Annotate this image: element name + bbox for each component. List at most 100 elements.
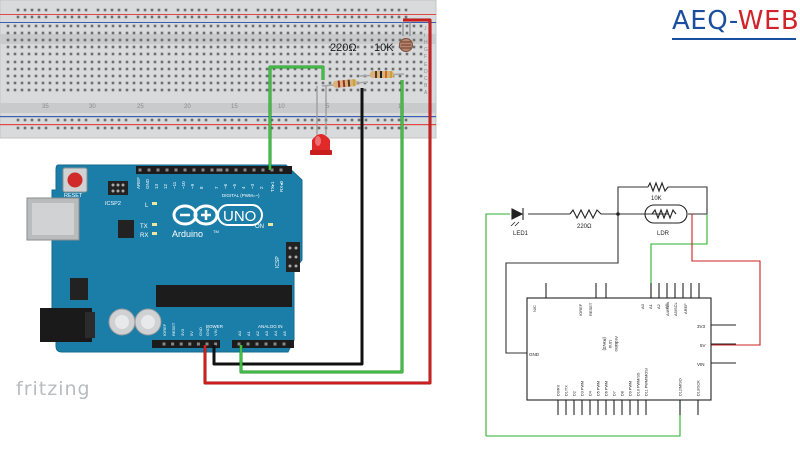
sch-pin-top: IOREF [578,303,583,316]
icsp2-label: ICSP2 [105,201,121,207]
chip-label-line2: Uno [608,340,613,349]
header-pin [205,342,209,346]
column-number: 5 [326,104,330,110]
breadboard-hole [272,52,276,56]
arduino-brand-label: Arduino [172,229,203,239]
breadboard-hole [335,60,339,64]
breadboard-hole [223,67,227,71]
power-rail-hole [383,8,387,12]
breadboard-hole [55,31,59,35]
breadboard-hole [314,45,318,49]
fritzing-watermark: fritzing [16,378,91,400]
sch-pin-bottom: D0/RX [557,384,561,396]
breadboard-hole [391,38,395,42]
header-pin [138,168,142,172]
analog-pin-label: A1 [246,330,251,336]
power-rail-hole [230,8,234,12]
breadboard-hole [216,74,220,78]
breadboard-hole [321,45,325,49]
breadboard-hole [412,52,416,56]
breadboard-hole [139,81,143,85]
breadboard-hole [118,24,122,28]
breadboard-hole [27,81,31,85]
power-rail-hole [143,126,147,130]
breadboard-wires [203,18,432,385]
breadboard-hole [286,45,290,49]
breadboard-hole [41,38,45,42]
power-rail-hole [110,8,114,12]
breadboard-hole [83,24,87,28]
breadboard-hole [230,52,234,56]
power-rail-hole [30,8,34,12]
power-rail-hole [343,126,347,130]
power-rail-hole [244,118,248,122]
breadboard-hole [125,38,129,42]
header-pin [246,342,250,346]
power-rail-hole [376,118,380,122]
breadboard-hole [55,74,59,78]
power-rail-hole [70,15,74,19]
breadboard-hole [139,45,143,49]
breadboard-hole [412,60,416,64]
breadboard-hole [41,52,45,56]
sch-pin-bottom: D11 PWM/MOSI [645,368,649,396]
breadboard-hole [349,52,353,56]
power-rail-hole [244,15,248,19]
power-rail-hole [77,15,81,19]
sch-pin-bottom: D8 [621,391,625,396]
breadboard-hole [230,74,234,78]
breadboard-hole [146,67,150,71]
breadboard-hole [83,81,87,85]
breadboard-hole [90,60,94,64]
breadboard-hole [342,38,346,42]
breadboard-hole [76,88,80,92]
breadboard-hole [363,60,367,64]
breadboard-hole [139,67,143,71]
breadboard-hole [20,67,24,71]
breadboard-hole [6,45,10,49]
power-rail-hole [136,8,140,12]
power-rail-hole [30,15,34,19]
power-rail-hole [150,8,154,12]
power-rail-hole [237,8,241,12]
breadboard-hole [328,81,332,85]
arduino-uno-board: RESET ICSP2 L TX RX UNO Arduino TM ON IC… [26,164,303,353]
breadboard-hole [209,67,213,71]
power-rail-hole [16,118,20,122]
power-rail-hole [364,118,368,122]
breadboard-hole [349,31,353,35]
breadboard-hole [146,60,150,64]
breadboard-hole [153,81,157,85]
power-rail-hole [70,8,74,12]
breadboard-hole [384,24,388,28]
breadboard-hole [370,88,374,92]
breadboard-hole [398,24,402,28]
breadboard-hole [328,24,332,28]
breadboard-hole [419,45,423,49]
breadboard-hole [209,81,213,85]
breadboard-hole [209,74,213,78]
breadboard-hole [111,88,115,92]
power-rail-hole [404,118,408,122]
power-rail-hole [350,15,354,19]
breadboard-hole [62,52,66,56]
breadboard-hole [391,67,395,71]
breadboard-hole [27,88,31,92]
breadboard-hole [307,88,311,92]
breadboard-hole [307,45,311,49]
breadboard-hole [244,60,248,64]
power-rail-hole [96,126,100,130]
breadboard-hole [398,74,402,78]
breadboard-hole [41,60,45,64]
header-pin [225,168,229,172]
power-rail-hole [404,8,408,12]
breadboard-hole [300,74,304,78]
power-rail-hole [310,126,314,130]
breadboard-hole [188,24,192,28]
breadboard-hole [34,45,38,49]
breadboard-hole [300,38,304,42]
breadboard-hole [20,31,24,35]
breadboard-hole [321,81,325,85]
breadboard-hole [363,52,367,56]
breadboard-hole [370,31,374,35]
